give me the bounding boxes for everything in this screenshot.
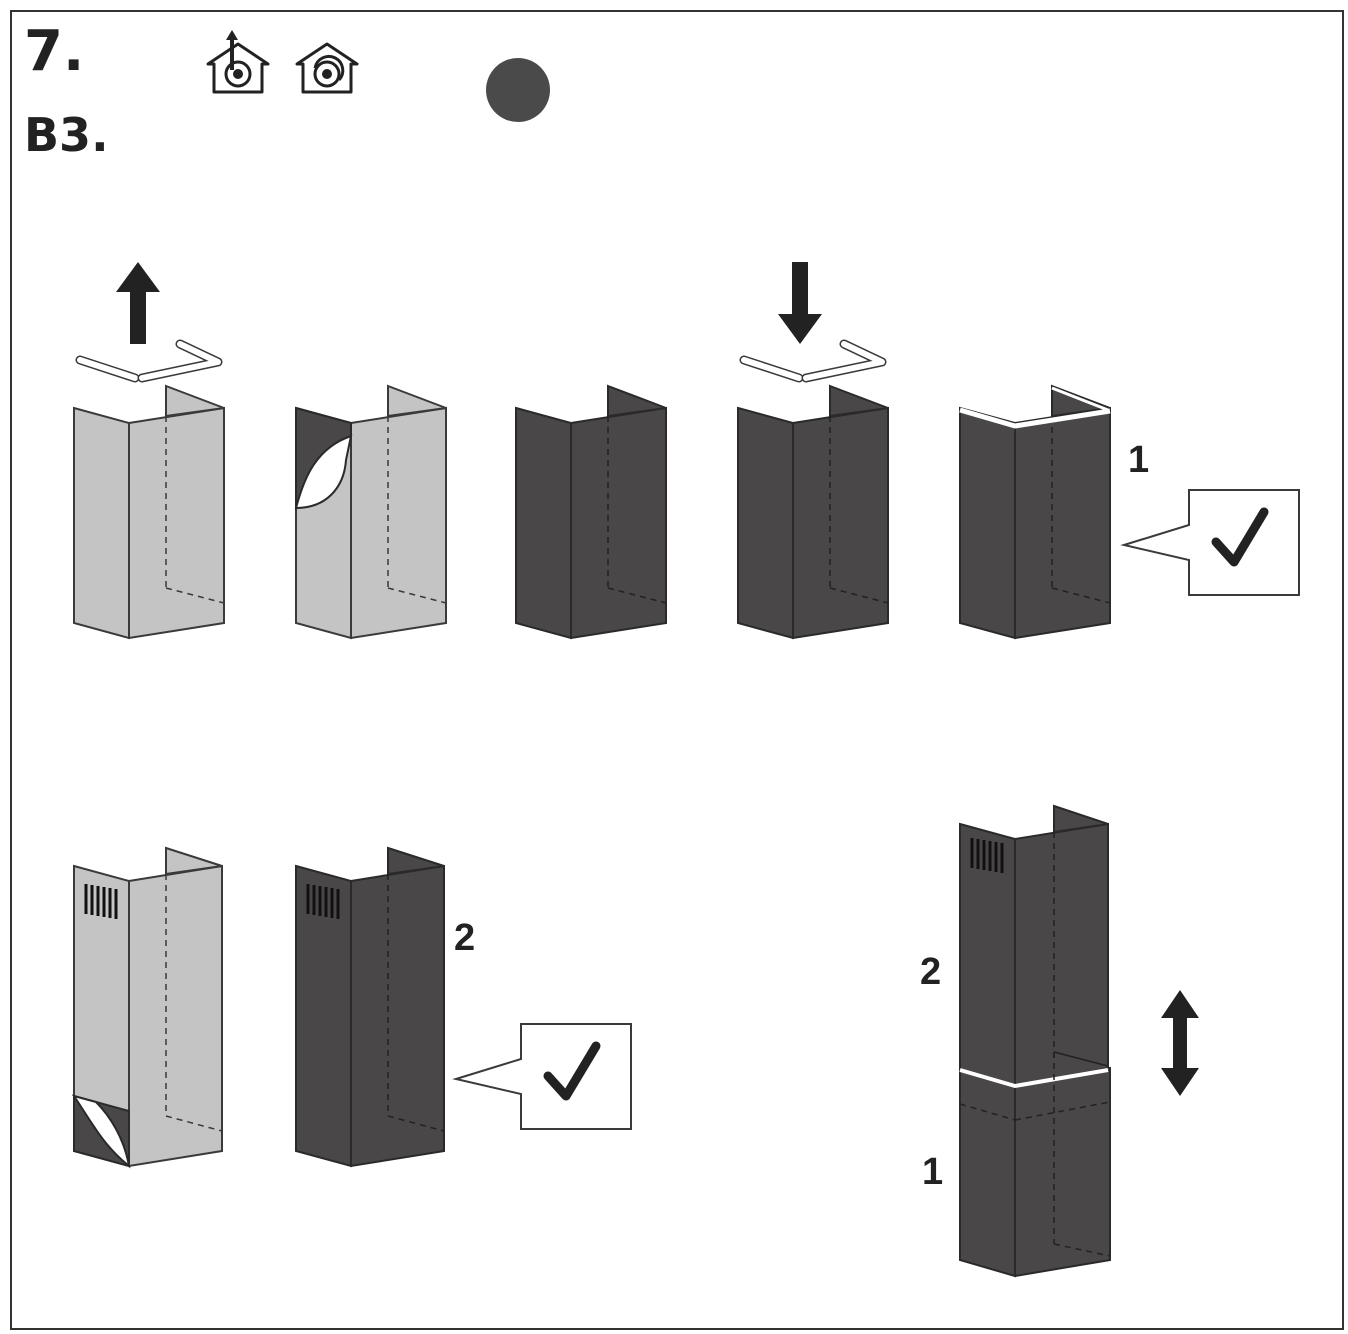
arrow-up-icon [116, 262, 160, 344]
checkmark-icon-2 [456, 1024, 631, 1129]
clip-pair-removed [80, 344, 218, 378]
assembled-chimney [959, 804, 1111, 1278]
chimney-peeling-film [294, 385, 447, 639]
chimney-label-2: 2 [454, 917, 475, 959]
sub-step-label: B3. [24, 108, 109, 162]
chimney-dark-ready [737, 385, 889, 639]
chimney-light-vented [71, 846, 223, 1169]
recirculation-mode-icon [295, 42, 359, 94]
ducted-mode-icon [206, 30, 270, 94]
page-frame [10, 10, 1344, 1330]
assembly-label-lower: 1 [922, 1151, 943, 1193]
assembly-label-upper: 2 [920, 951, 941, 993]
chimney-dark-vented [295, 846, 445, 1168]
checkmark-icon [1124, 490, 1299, 595]
chimney-label-1: 1 [1128, 439, 1149, 481]
chimney-dark-bare [515, 385, 667, 639]
chimney-light-protected [73, 385, 225, 639]
double-arrow-vertical-icon [1161, 990, 1199, 1096]
chimney-dark-clipped [959, 385, 1111, 639]
arrow-down-icon [778, 262, 822, 344]
status-indicator-dot [486, 58, 550, 122]
step-number: 7. [24, 19, 85, 84]
clip-pair-attach [744, 344, 882, 378]
